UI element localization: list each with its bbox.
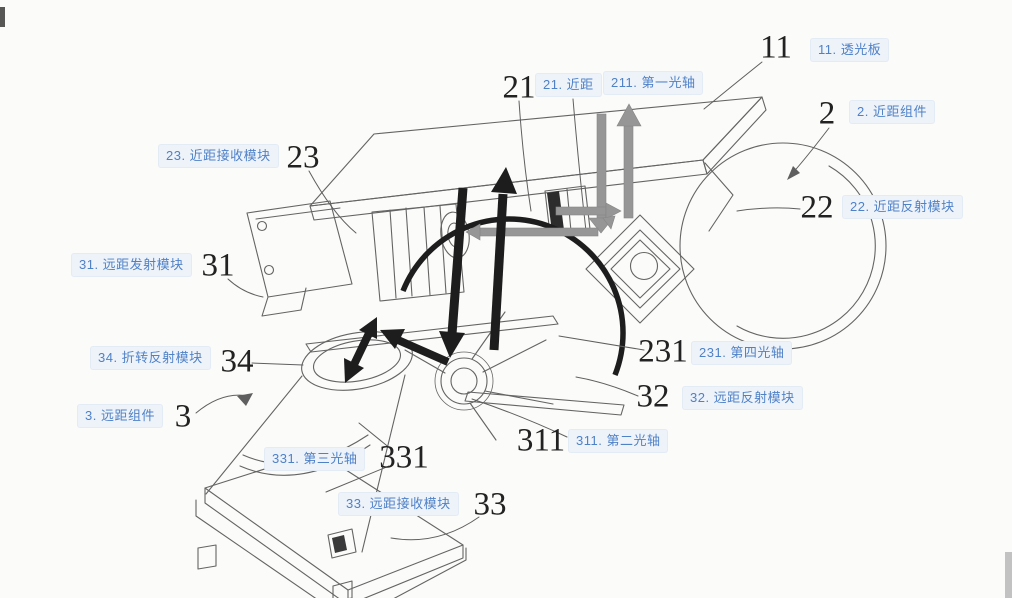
chip-far-receiver[interactable]: 33. 远距接收模块	[338, 492, 459, 516]
rotating-mirror-rim	[400, 216, 626, 377]
chip-near-receiver[interactable]: 23. 近距接收模块	[158, 144, 279, 168]
near-reflection-mirror	[585, 214, 695, 324]
leader-near-reflector	[736, 207, 801, 212]
chip-far-emitter[interactable]: 31. 远距发射模块	[71, 253, 192, 277]
leader-third-axis-b	[325, 465, 390, 493]
chip-third-axis[interactable]: 331. 第三光轴	[264, 447, 366, 471]
num-third-axis: 331	[379, 439, 429, 476]
transparent-plate	[309, 96, 767, 221]
chip-fourth-axis[interactable]: 231. 第四光轴	[691, 341, 793, 365]
leader-near-assembly-arrowhead	[787, 166, 800, 180]
leader-near-emitter	[518, 100, 532, 212]
chip-near-reflector[interactable]: 22. 近距反射模块	[842, 195, 963, 219]
chip-first-axis[interactable]: 211. 第一光轴	[603, 71, 704, 95]
num-far-assembly: 3	[174, 398, 192, 435]
num-plate: 11	[760, 29, 792, 66]
photo-edge-artifact-top-left	[0, 7, 5, 27]
num-second-axis: 311	[516, 422, 566, 459]
leader-fold-reflector	[251, 362, 304, 366]
leader-far-receiver	[390, 516, 480, 541]
near-beam-arrows	[465, 103, 642, 241]
chip-far-assembly[interactable]: 3. 远距组件	[77, 404, 163, 428]
leader-far-emitter	[227, 278, 264, 298]
num-fourth-axis: 231	[638, 333, 688, 370]
leader-near-receiver	[308, 170, 357, 234]
num-near-emitter: 21	[502, 69, 536, 106]
leader-third-axis-a	[358, 422, 392, 450]
num-fold-reflector: 34	[220, 343, 254, 380]
leader-first-axis	[572, 98, 587, 232]
chip-far-reflector[interactable]: 32. 远距反射模块	[682, 386, 803, 410]
support-arms	[305, 315, 625, 416]
num-near-receiver: 23	[286, 139, 320, 176]
num-far-reflector: 32	[636, 378, 670, 415]
motor-block	[371, 203, 470, 302]
chip-near-assembly[interactable]: 2. 近距组件	[849, 100, 935, 124]
leader-plate	[703, 61, 763, 110]
far-beam-arrows	[344, 167, 517, 383]
chip-fold-reflector[interactable]: 34. 折转反射模块	[90, 346, 211, 370]
leader-second-axis	[471, 398, 568, 438]
num-near-assembly: 2	[818, 95, 836, 132]
num-near-reflector: 22	[800, 189, 834, 226]
plate-corner-connector	[704, 162, 734, 232]
chip-second-axis[interactable]: 311. 第二光轴	[568, 429, 669, 453]
photo-edge-artifact-bottom-right	[1005, 552, 1012, 598]
near-assembly-housing	[679, 142, 887, 350]
leader-far-reflector	[575, 376, 639, 397]
chip-plate[interactable]: 11. 透光板	[810, 38, 890, 62]
num-far-emitter: 31	[201, 247, 235, 284]
num-far-receiver: 33	[473, 486, 507, 523]
chip-near-emitter[interactable]: 21. 近距	[535, 73, 602, 97]
leader-far-assembly-arrowhead	[237, 393, 253, 406]
leader-fourth-axis	[558, 335, 645, 351]
receiver-bracket	[246, 200, 353, 317]
